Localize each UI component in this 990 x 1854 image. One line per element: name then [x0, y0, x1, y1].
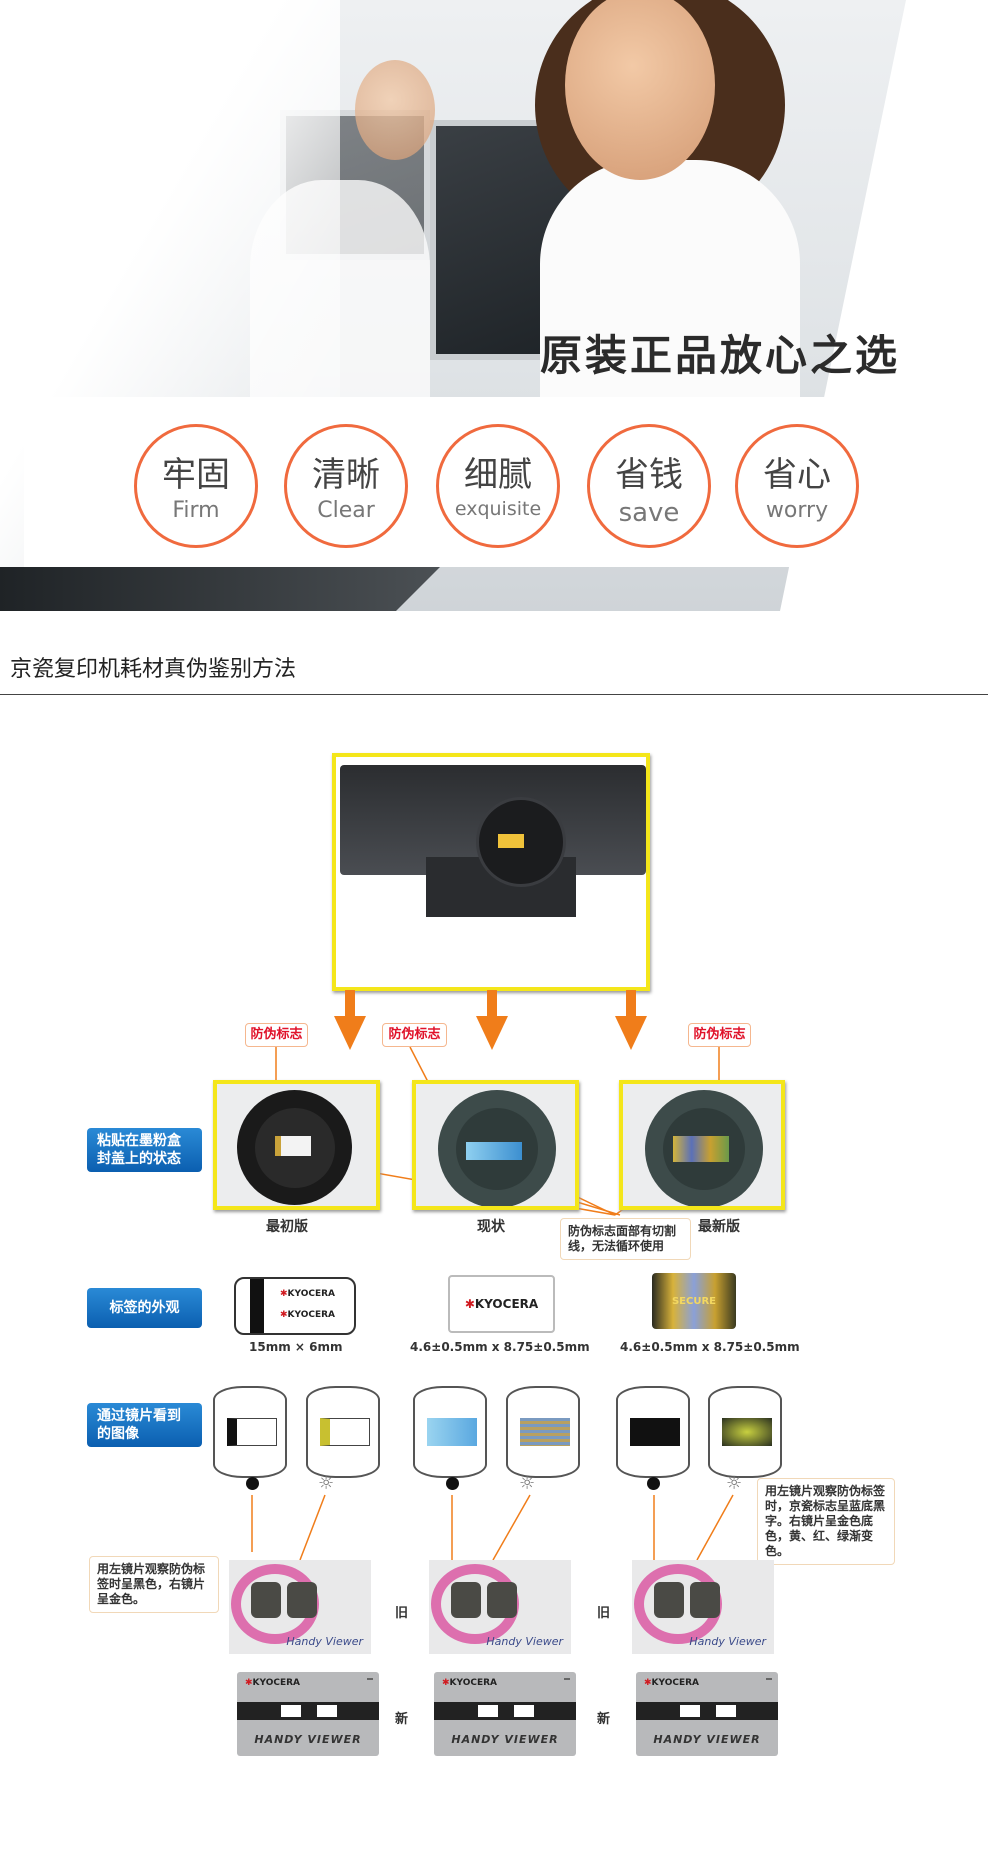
lens-view-dark: [213, 1386, 287, 1478]
size-original: 15mm × 6mm: [249, 1340, 343, 1354]
woman-face: [565, 0, 715, 180]
left-lens-note: 用左镜片观察防伪标签时呈黑色，右镜片呈金色。: [89, 1556, 219, 1613]
row-label-on-cap: 粘贴在墨粉盒封盖上的状态: [87, 1128, 202, 1172]
old-label: 旧: [597, 1606, 611, 1621]
cap-photo-current: [412, 1080, 579, 1210]
viewer-name: Handy Viewer: [286, 1635, 363, 1648]
old-label: 旧: [395, 1606, 409, 1621]
toner-cartridge-photo: [332, 753, 650, 991]
feature-en: save: [618, 498, 680, 528]
viewer-name: Handy Viewer: [486, 1635, 563, 1648]
feature-firm: 牢固 Firm: [134, 424, 258, 548]
cut-line-note: 防伪标志面部有切割线，无法循环使用: [560, 1218, 691, 1260]
viewer-name: HANDY VIEWER: [254, 1733, 362, 1746]
brand-text: KYOCERA: [287, 1289, 336, 1299]
sun-icon: ☼: [726, 1473, 743, 1494]
lens-view-light: [506, 1386, 580, 1478]
brand-text: KYOCERA: [474, 1297, 539, 1311]
old-handy-viewer: Handy Viewer: [229, 1560, 371, 1654]
anti-fake-tag: 防伪标志: [245, 1023, 308, 1047]
lens-view-dark: [413, 1386, 487, 1478]
feature-worry: 省心 worry: [735, 424, 859, 548]
divider: [0, 694, 988, 695]
hero-title: 原装正品放心之选: [540, 331, 901, 380]
label-current: ✱KYOCERA: [448, 1275, 555, 1333]
feature-exquisite: 细腻 exquisite: [436, 424, 560, 548]
brand-text: KYOCERA: [651, 1678, 700, 1688]
viewer-name: Handy Viewer: [689, 1635, 766, 1648]
feature-cn: 省心: [763, 455, 831, 495]
old-handy-viewer: Handy Viewer: [429, 1560, 571, 1654]
feature-en: Clear: [317, 498, 375, 523]
cap-photo-original: [213, 1080, 380, 1210]
feature-en: exquisite: [454, 498, 542, 520]
label-original: ✱KYOCERA ✱KYOCERA: [234, 1277, 356, 1335]
woman-shirt: [540, 160, 800, 420]
background-person-face: [355, 60, 435, 160]
dark-lens-dot-icon: [246, 1477, 259, 1490]
anti-fake-tag: 防伪标志: [688, 1023, 751, 1047]
version-original: 最初版: [266, 1219, 308, 1235]
feature-cn: 省钱: [615, 455, 683, 495]
lens-view-light: [708, 1386, 782, 1478]
new-label: 新: [395, 1712, 409, 1727]
size-current: 4.6±0.5mm x 8.75±0.5mm: [410, 1340, 590, 1354]
section-heading: 京瓷复印机耗材真伪鉴别方法: [10, 657, 297, 682]
row-label-appearance: 标签的外观: [87, 1288, 202, 1328]
viewer-name: HANDY VIEWER: [451, 1733, 559, 1746]
new-label: 新: [597, 1712, 611, 1727]
dark-lens-dot-icon: [446, 1477, 459, 1490]
brand-text: KYOCERA: [252, 1678, 301, 1688]
version-newest: 最新版: [698, 1219, 740, 1235]
anti-fake-tag: 防伪标志: [382, 1023, 447, 1047]
feature-cn: 细腻: [464, 455, 532, 495]
version-current: 现状: [477, 1219, 505, 1235]
viewer-name: HANDY VIEWER: [653, 1733, 761, 1746]
feature-cn: 清晰: [312, 455, 380, 495]
size-newest: 4.6±0.5mm x 8.75±0.5mm: [620, 1340, 800, 1354]
brand-text: KYOCERA: [287, 1310, 336, 1320]
feature-cn: 牢固: [162, 455, 230, 495]
feature-en: worry: [765, 498, 829, 523]
lens-view-light: [306, 1386, 380, 1478]
cap-photo-newest: [619, 1080, 785, 1210]
feature-clear: 清晰 Clear: [284, 424, 408, 548]
brand-text: KYOCERA: [449, 1678, 498, 1688]
secure-text: SECURE: [671, 1295, 717, 1307]
right-lens-note: 用左镜片观察防伪标签时，京瓷标志呈蓝底黑字。右镜片呈金色底色，黄、红、绿渐变色。: [757, 1478, 895, 1565]
row-label-through-lens: 通过镜片看到的图像: [87, 1403, 202, 1447]
feature-en: Firm: [172, 498, 220, 523]
label-newest-hologram: SECURE: [652, 1273, 736, 1329]
dark-lens-dot-icon: [647, 1477, 660, 1490]
dark-stripe: [0, 567, 440, 611]
sun-icon: ☼: [318, 1473, 335, 1494]
old-handy-viewer: Handy Viewer: [632, 1560, 774, 1654]
lens-view-dark: [616, 1386, 690, 1478]
sun-icon: ☼: [519, 1473, 536, 1494]
